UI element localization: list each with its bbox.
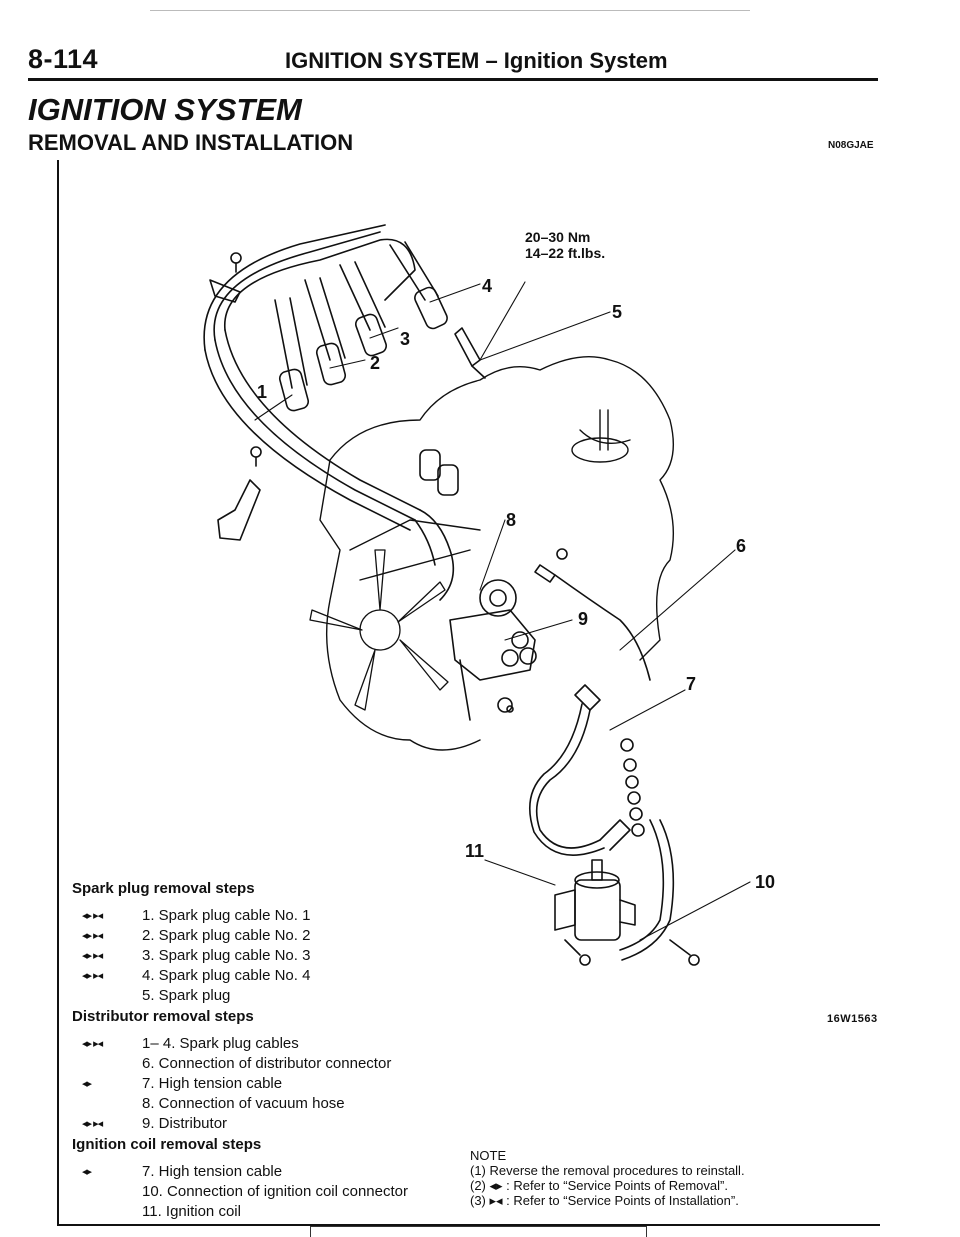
section-heading: Spark plug removal steps: [72, 880, 255, 897]
removal-steps: Spark plug removal steps ◂▸ ▸◂ 1. Spark p…: [72, 878, 492, 1222]
torque-spec: 20–30 Nm 14–22 ft.lbs.: [525, 229, 605, 261]
service-point-symbols: ◂▸: [82, 1166, 92, 1178]
callout-3: 3: [400, 329, 410, 349]
service-point-symbols: ◂▸: [82, 1078, 92, 1090]
section-subtitle: REMOVAL AND INSTALLATION: [28, 130, 354, 155]
list-item: 6. Connection of distributor connector: [72, 1054, 492, 1074]
step-label: 9. Distributor: [142, 1115, 228, 1132]
ignition-coil: [554, 859, 700, 966]
page-number: 8-114: [28, 44, 99, 74]
callout-11: 11: [465, 841, 484, 861]
note-line: (3) ▸◂ : Refer to “Service Points of Ins…: [470, 1193, 739, 1208]
note-block: NOTE (1) Reverse the removal procedures …: [470, 1148, 745, 1208]
service-point-symbols: ◂▸ ▸◂: [82, 930, 103, 942]
callout-7: 7: [686, 674, 696, 694]
callout-9: 9: [578, 609, 588, 629]
callout-8: 8: [506, 510, 516, 530]
list-item: ◂▸ ▸◂ 9. Distributor: [72, 1114, 492, 1134]
frame-left-rule: [57, 160, 59, 1225]
spark-plug-cable-harness: [203, 224, 421, 531]
figure-code: 16W1563: [827, 1013, 878, 1025]
distributor-cables: [414, 449, 459, 601]
torque-ftlbs: 14–22 ft.lbs.: [525, 245, 605, 261]
step-label: 7. High tension cable: [142, 1163, 283, 1180]
torque-nm: 20–30 Nm: [525, 229, 590, 245]
spark-plug: [454, 327, 486, 379]
callout-4: 4: [482, 276, 492, 296]
frame-bottom-rule: [57, 1224, 880, 1226]
list-item: 8. Connection of vacuum hose: [72, 1094, 492, 1114]
service-point-symbols: ◂▸ ▸◂: [82, 970, 103, 982]
step-label: 2. Spark plug cable No. 2: [142, 927, 311, 944]
note-line: (2) ◂▸ : Refer to “Service Points of Rem…: [470, 1178, 728, 1193]
step-label: 8. Connection of vacuum hose: [142, 1095, 345, 1112]
distributor: [449, 579, 537, 721]
header-top-rule: [150, 10, 750, 11]
step-label: 4. Spark plug cable No. 4: [142, 967, 311, 984]
callout-2: 2: [370, 353, 380, 373]
step-label: 5. Spark plug: [142, 987, 231, 1004]
spark-plug-boots: [274, 241, 448, 412]
callout-numbers: 1 2 3 4 5 6 7 8 9 10 11: [257, 276, 775, 892]
high-tension-cable: [528, 684, 631, 856]
step-label: 11. Ignition coil: [142, 1203, 241, 1220]
list-item: 11. Ignition coil: [72, 1202, 492, 1222]
list-item: ◂▸ ▸◂ 4. Spark plug cable No. 4: [72, 966, 492, 986]
list-item: ◂▸ 7. High tension cable: [72, 1074, 492, 1094]
ignition-coil-section: Ignition coil removal steps ◂▸ 7. High te…: [72, 1134, 492, 1222]
list-item: ◂▸ ▸◂ 3. Spark plug cable No. 3: [72, 946, 492, 966]
engine-block: [319, 355, 675, 751]
step-label: 7. High tension cable: [142, 1075, 283, 1092]
step-label: 10. Connection of ignition coil connecto…: [142, 1183, 409, 1200]
note-heading: NOTE: [470, 1148, 507, 1163]
service-point-symbols: ◂▸ ▸◂: [82, 1038, 103, 1050]
list-item: ◂▸ ▸◂ 1. Spark plug cable No. 1: [72, 906, 492, 926]
spark-plug-section: Spark plug removal steps ◂▸ ▸◂ 1. Spark p…: [72, 878, 492, 1006]
list-item: ◂▸ 7. High tension cable: [72, 1162, 492, 1182]
ignition-system-diagram: 1 2 3 4 5 6 7 8 9 10 11 20–30 Nm 14–22 f…: [203, 224, 775, 966]
running-head: IGNITION SYSTEM – Ignition System: [285, 48, 668, 73]
step-label: 6. Connection of distributor connector: [142, 1055, 392, 1072]
bolt-and-bracket: [209, 252, 262, 541]
list-item: 5. Spark plug: [72, 986, 492, 1006]
leader-lines: [254, 281, 751, 941]
list-item: ◂▸ ▸◂ 1– 4. Spark plug cables: [72, 1034, 492, 1054]
distributor-connector: [534, 548, 651, 681]
header-rule: [28, 78, 878, 81]
list-item: ◂▸ ▸◂ 2. Spark plug cable No. 2: [72, 926, 492, 946]
callout-5: 5: [612, 302, 622, 322]
list-item: 10. Connection of ignition coil connecto…: [72, 1182, 492, 1202]
page-title: IGNITION SYSTEM: [28, 92, 302, 127]
callout-10: 10: [755, 872, 775, 892]
step-label: 1– 4. Spark plug cables: [142, 1035, 299, 1052]
service-point-symbols: ◂▸ ▸◂: [82, 950, 103, 962]
document-code: N08GJAE: [828, 140, 874, 151]
note-line: (1) Reverse the removal procedures to re…: [470, 1163, 745, 1178]
service-point-symbols: ◂▸ ▸◂: [82, 910, 103, 922]
distributor-section: Distributor removal steps ◂▸ ▸◂ 1– 4. Spa…: [72, 1006, 492, 1134]
service-point-symbols: ◂▸ ▸◂: [82, 1118, 103, 1130]
callout-1: 1: [257, 382, 267, 402]
washer-stack: [619, 738, 675, 961]
step-label: 3. Spark plug cable No. 3: [142, 947, 311, 964]
step-label: 1. Spark plug cable No. 1: [142, 907, 311, 924]
cooling-fan: [309, 549, 449, 711]
footer-box: [310, 1226, 647, 1237]
section-heading: Distributor removal steps: [72, 1008, 254, 1025]
callout-6: 6: [736, 536, 746, 556]
section-heading: Ignition coil removal steps: [72, 1136, 262, 1153]
